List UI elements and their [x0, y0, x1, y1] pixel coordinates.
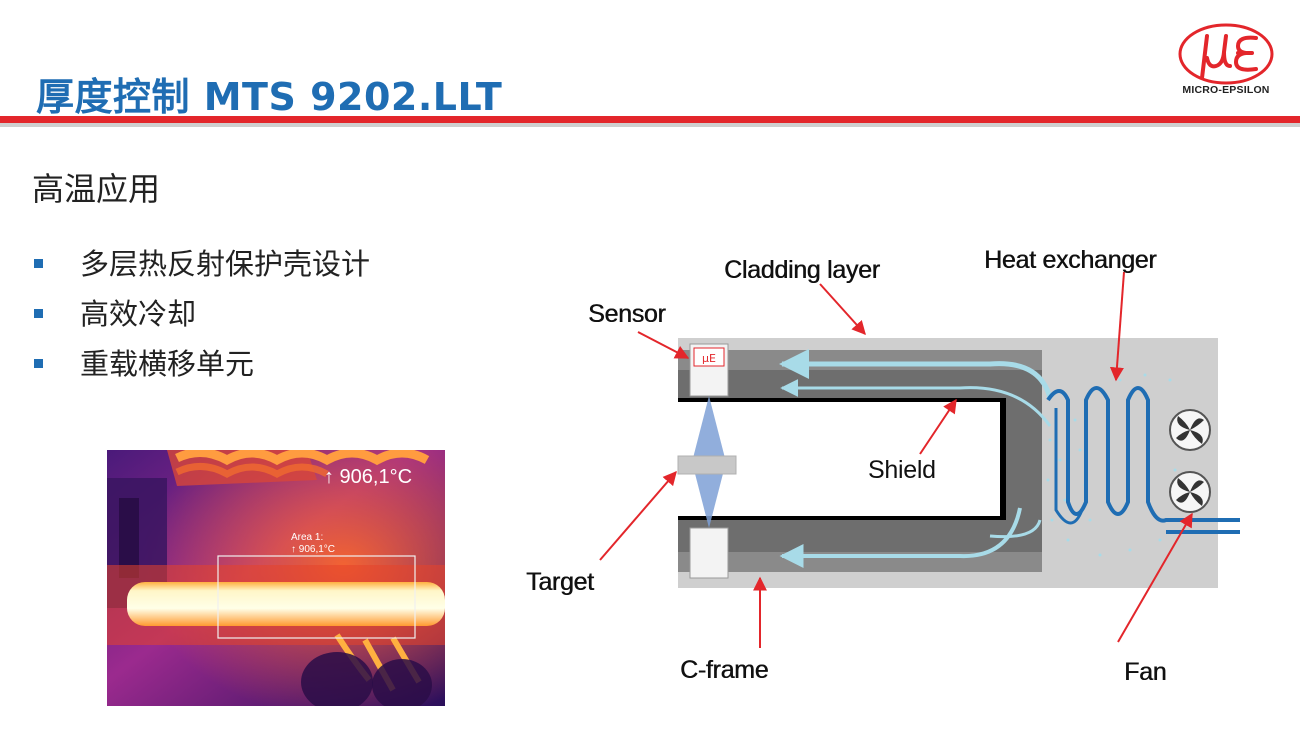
feature-list: 多层热反射保护壳设计 高效冷却 重载横移单元	[32, 242, 370, 392]
target-shape	[677, 455, 737, 475]
label-cladding-layer: Cladding layer	[724, 256, 880, 284]
header-divider-red	[0, 116, 1300, 123]
arrow-fan	[1117, 512, 1193, 643]
square-bullet-icon	[34, 259, 43, 268]
list-item: 重载横移单元	[32, 342, 370, 392]
list-item-text: 高效冷却	[80, 297, 197, 331]
label-shield: Shield	[868, 456, 936, 484]
label-c-frame: C-frame	[680, 656, 769, 684]
label-heat-exchanger: Heat exchanger	[984, 246, 1157, 274]
section-subtitle: 高温应用	[32, 170, 161, 208]
label-fan: Fan	[1124, 658, 1167, 686]
square-bullet-icon	[34, 359, 43, 368]
arrow-sensor	[637, 331, 690, 359]
c-frame-diagram: μE	[599, 271, 1240, 648]
logo-text: MICRO-EPSILON	[1182, 84, 1270, 96]
arrow-cladding	[819, 283, 866, 336]
list-item: 多层热反射保护壳设计	[32, 242, 370, 292]
svg-text:μE: μE	[702, 352, 716, 365]
temperature-readout: ↑ 906,1°C	[324, 466, 413, 488]
arrow-shield	[919, 398, 957, 455]
fan-bottom	[1169, 471, 1211, 513]
page-title: 厚度控制 MTS 9202.LLT	[36, 75, 503, 119]
arrow-target	[599, 470, 677, 561]
list-item-text: 重载横移单元	[80, 347, 255, 381]
list-item: 高效冷却	[32, 292, 370, 342]
micro-epsilon-logo	[1178, 23, 1274, 85]
label-target: Target	[526, 568, 594, 596]
square-bullet-icon	[34, 309, 43, 318]
area-label-value: ↑ 906,1°C	[291, 544, 336, 555]
fan-top	[1169, 409, 1211, 451]
list-item-text: 多层热反射保护壳设计	[80, 247, 371, 281]
area-label: Area 1: ↑ 906,1°C	[291, 532, 335, 556]
area-label-line: Area 1:	[291, 532, 324, 543]
label-sensor: Sensor	[588, 300, 666, 328]
sensor-bottom	[689, 527, 729, 579]
heat-exchanger-coil	[1046, 386, 1240, 523]
header-divider-gray	[0, 123, 1300, 127]
thermal-camera-image	[107, 450, 445, 706]
arrow-heat-exchanger	[1109, 271, 1125, 382]
